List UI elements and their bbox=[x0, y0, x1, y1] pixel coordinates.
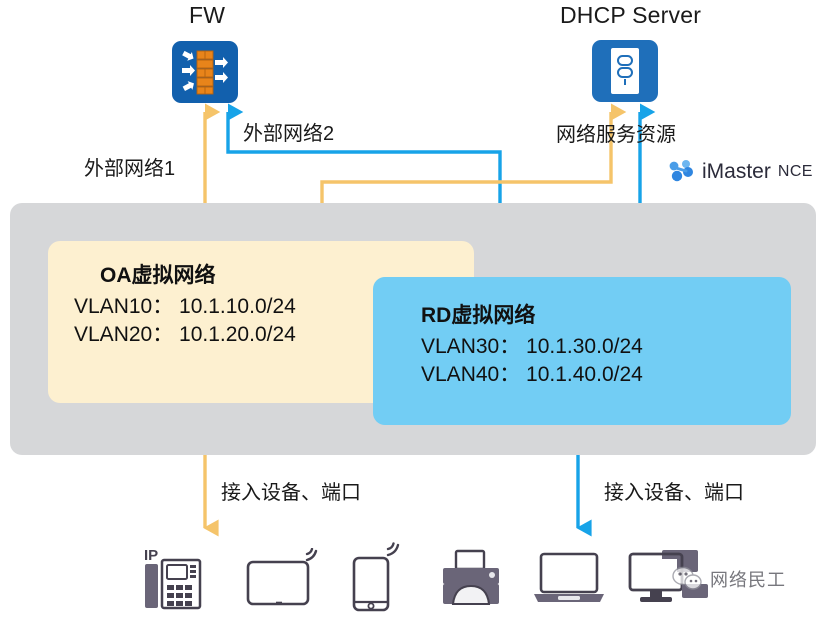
firewall-icon[interactable] bbox=[172, 41, 238, 103]
virtual-network-rd-vlan40: VLAN40： 10.1.40.0/24 bbox=[421, 363, 643, 387]
endpoint-laptop[interactable] bbox=[532, 552, 604, 618]
endpoint-smartphone[interactable] bbox=[348, 540, 420, 612]
flow-label-external-network-1: 外部网络1 bbox=[84, 158, 176, 180]
flow-label-access-device-port-right: 接入设备、端口 bbox=[604, 482, 744, 504]
virtual-network-oa-title: OA虚拟网络 bbox=[100, 264, 216, 287]
imaster-nce-name: iMaster bbox=[702, 159, 771, 183]
virtual-network-rd[interactable]: RD虚拟网络 VLAN30： 10.1.30.0/24 VLAN40： 10.1… bbox=[373, 277, 791, 425]
wechat-icon bbox=[672, 566, 702, 590]
virtual-network-oa-vlan10: VLAN10： 10.1.10.0/24 bbox=[74, 295, 296, 318]
imaster-nce-suffix: NCE bbox=[777, 162, 813, 180]
endpoint-printer[interactable] bbox=[440, 548, 512, 618]
virtual-network-oa-vlan20: VLAN20： 10.1.20.0/24 bbox=[74, 323, 296, 347]
imaster-nce-brand: iMaster NCE bbox=[668, 158, 813, 185]
imaster-nce-logo bbox=[669, 160, 693, 182]
flow-label-external-network-2: 外部网络2 bbox=[243, 123, 335, 145]
watermark: 网络民工 bbox=[672, 566, 786, 592]
firewall-node-label: FW bbox=[189, 2, 226, 28]
flow-label-access-device-port-left: 接入设备、端口 bbox=[221, 482, 361, 504]
dhcp-server-node-label: DHCP Server bbox=[560, 2, 702, 28]
flow-label-network-service-resource: 网络服务资源 bbox=[556, 124, 676, 146]
watermark-text: 网络民工 bbox=[710, 570, 786, 591]
virtual-network-rd-title: RD虚拟网络 bbox=[421, 304, 536, 327]
server-icon[interactable] bbox=[592, 40, 658, 102]
svg-text:IP: IP bbox=[144, 547, 158, 564]
endpoint-ip-phone[interactable]: IP bbox=[142, 546, 214, 616]
endpoint-desktop[interactable] bbox=[626, 544, 708, 614]
virtual-network-rd-vlan30: VLAN30： 10.1.30.0/24 bbox=[421, 335, 643, 358]
endpoint-tablet[interactable] bbox=[246, 547, 318, 618]
